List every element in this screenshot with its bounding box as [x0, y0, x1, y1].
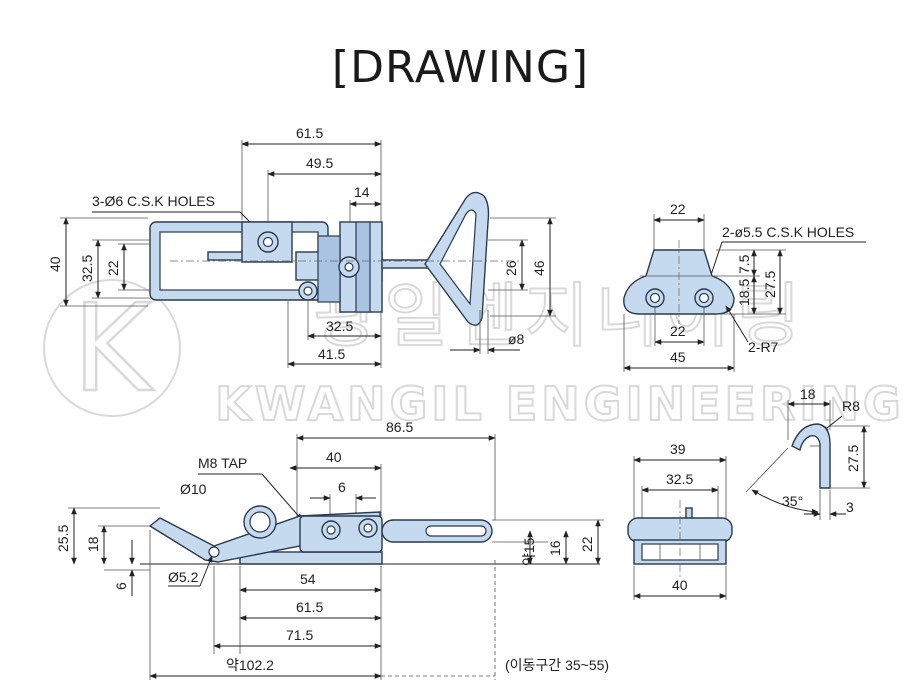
dim-54: 54 — [300, 571, 316, 587]
watermark-logo-circle — [43, 279, 181, 417]
dim-side-6b: 6 — [113, 582, 129, 590]
dim-39: 39 — [670, 441, 686, 457]
dim-end-22b: 22 — [670, 323, 686, 339]
dim-16: 16 — [547, 540, 563, 556]
hook-view: 18 R8 27.5 35° 3 — [745, 386, 870, 520]
dim-86-5: 86.5 — [386, 419, 413, 435]
top-view: 61.5 49.5 14 3-Ø6 C.S.K HOLES — [47, 125, 556, 368]
note-d52: Ø5.2 — [168, 569, 199, 585]
dim-14: 14 — [354, 184, 370, 200]
dim-15: 약15 — [521, 537, 537, 566]
dim-hook-27-5: 27.5 — [845, 445, 861, 472]
dim-49-5: 49.5 — [306, 155, 333, 171]
dim-27-5: 27.5 — [762, 271, 778, 298]
side-view: 86.5 40 6 M8 TAP Ø10 25.5 — [55, 419, 609, 680]
watermark-logo-letter: K — [73, 280, 155, 419]
dim-61-5: 61.5 — [296, 125, 323, 141]
dim-46: 46 — [531, 260, 547, 276]
dim-side-40: 40 — [326, 449, 342, 465]
drawing-title: [DRAWING] — [331, 42, 590, 93]
dim-7-5: 7.5 — [736, 254, 752, 274]
end-view: 22 2-ø5.5 C.S.K HOLES 7.5 18.5 27.5 22 4… — [623, 201, 866, 372]
dim-40: 40 — [47, 256, 63, 272]
dim-25-5: 25.5 — [55, 525, 71, 552]
dim-22: 22 — [105, 260, 121, 276]
dim-26: 26 — [503, 260, 519, 276]
note-travel: (이동구간 35~55) — [505, 657, 609, 673]
dim-side-18: 18 — [85, 536, 101, 552]
note-d10: Ø10 — [180, 481, 207, 497]
dim-32-5b: 32.5 — [326, 318, 353, 334]
note-ev-holes: 2-ø5.5 C.S.K HOLES — [722, 224, 854, 240]
note-m8: M8 TAP — [198, 455, 247, 471]
dim-102-2: 약102.2 — [226, 657, 274, 673]
dim-71-5: 71.5 — [286, 627, 313, 643]
dim-front-32-5: 32.5 — [666, 471, 693, 487]
note-r8: R8 — [842, 398, 860, 414]
dim-18-5: 18.5 — [736, 279, 752, 306]
note-r7: 2-R7 — [748, 339, 779, 355]
dim-45: 45 — [670, 349, 686, 365]
dim-41-5: 41.5 — [318, 346, 345, 362]
dim-front-40: 40 — [672, 577, 688, 593]
dim-side-61-5: 61.5 — [296, 599, 323, 615]
watermark-english: KWANGIL ENGINEERING — [215, 377, 905, 431]
watermark: K 광일엔지니어링 KWANGIL ENGINEERING — [43, 274, 905, 432]
dim-35deg: 35° — [782, 493, 803, 509]
dim-side-6: 6 — [338, 479, 346, 495]
dim-hook-3: 3 — [846, 499, 854, 515]
note-holes: 3-Ø6 C.S.K HOLES — [92, 193, 215, 209]
dim-end-22: 22 — [670, 201, 686, 217]
front-view: 39 32.5 40 — [627, 441, 733, 600]
dim-d8: ø8 — [508, 331, 525, 347]
dim-hook-18: 18 — [800, 386, 816, 402]
dim-side-22: 22 — [579, 536, 595, 552]
dim-32-5: 32.5 — [79, 255, 95, 282]
